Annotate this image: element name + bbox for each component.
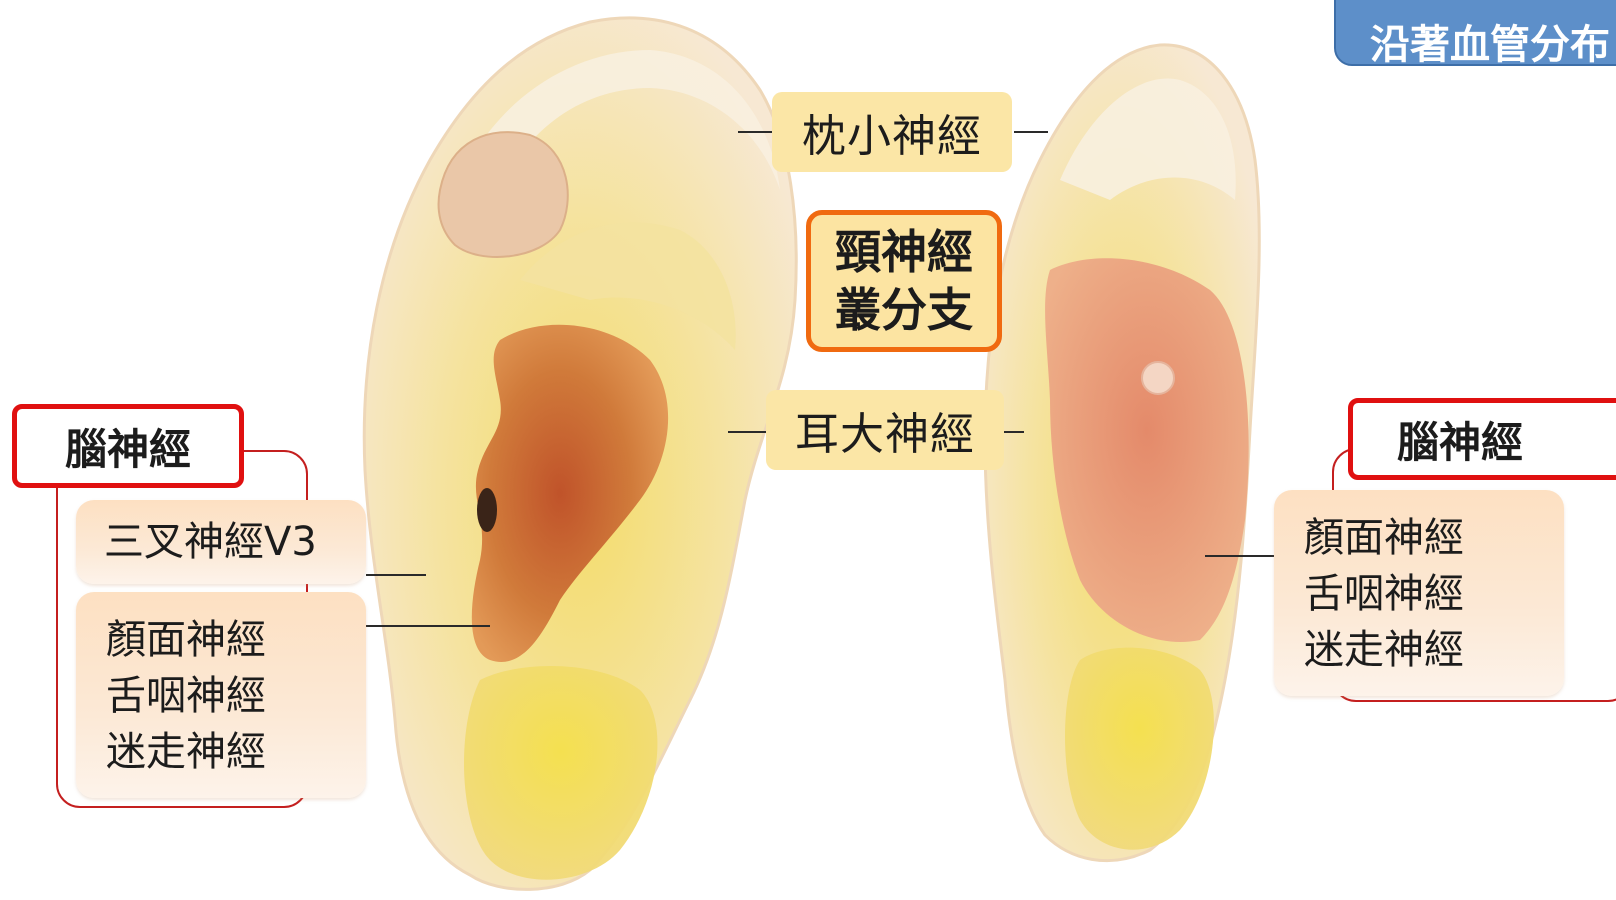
left-ear-fossa (439, 132, 568, 257)
left-ear-canal (477, 488, 497, 532)
cervical-plexus-label: 頸神經 叢分支 (806, 210, 1002, 352)
lesser-occipital-label: 枕小神經 (772, 92, 1012, 172)
right-nerves-list: 顏面神經 舌咽神經 迷走神經 (1274, 490, 1564, 696)
left-ear-lobe (464, 666, 657, 880)
left-nerve-glossopharyngeal: 舌咽神經 (106, 668, 366, 724)
right-nerve-facial: 顏面神經 (1304, 510, 1564, 566)
top-tab: 沿著血管分布 (1334, 0, 1616, 66)
left-nerves-list: 顏面神經 舌咽神經 迷走神經 (76, 592, 366, 798)
left-nerve-vagus: 迷走神經 (106, 724, 366, 780)
trigeminal-label: 三叉神經V3 (76, 500, 366, 584)
great-auricular-label: 耳大神經 (766, 390, 1004, 470)
left-nerve-facial: 顏面神經 (106, 612, 366, 668)
right-group-title: 腦神經 (1348, 398, 1616, 480)
left-group-title: 腦神經 (12, 404, 244, 488)
right-ear (985, 45, 1259, 861)
right-nerve-vagus: 迷走神經 (1304, 622, 1564, 678)
cervical-plexus-line-1: 頸神經 (835, 223, 973, 281)
right-nerve-glossopharyngeal: 舌咽神經 (1304, 566, 1564, 622)
right-ear-spot (1142, 362, 1174, 394)
left-ear (364, 18, 796, 889)
cervical-plexus-line-2: 叢分支 (835, 281, 973, 339)
right-ear-lobe (1065, 648, 1214, 850)
